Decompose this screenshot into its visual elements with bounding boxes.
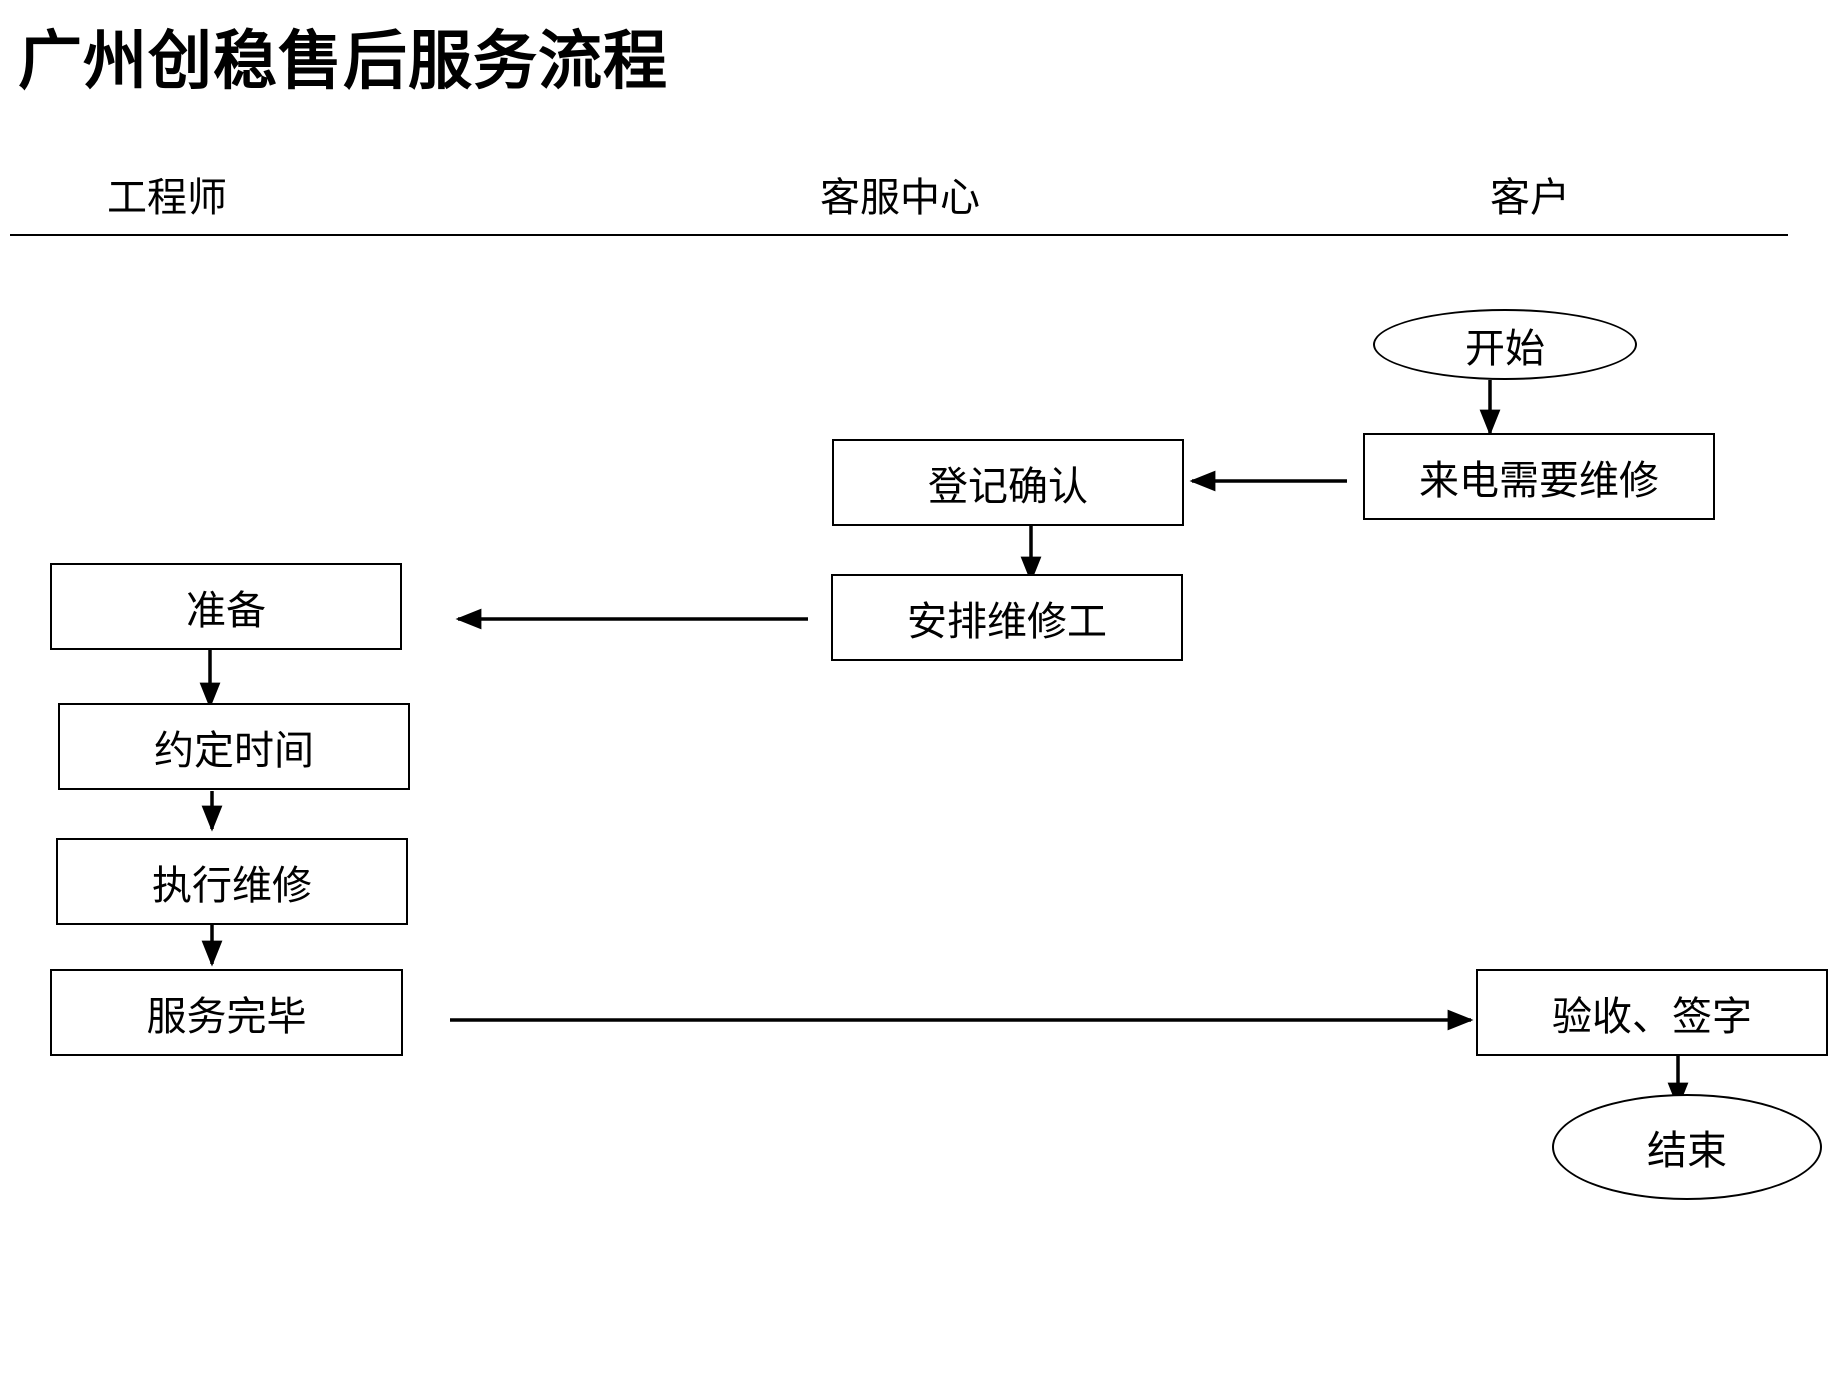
end-node: 结束 [1552, 1094, 1822, 1200]
call-for-repair-node: 来电需要维修 [1363, 433, 1715, 520]
schedule-time-node: 约定时间 [58, 703, 410, 790]
service-complete-label: 服务完毕 [146, 993, 307, 1040]
start-node: 开始 [1373, 309, 1637, 380]
acceptance-sign-label: 验收、签字 [1552, 993, 1752, 1040]
acceptance-sign-node: 验收、签字 [1476, 969, 1828, 1056]
call-for-repair-label: 来电需要维修 [1419, 457, 1659, 504]
page-title: 广州创稳售后服务流程 [18, 25, 668, 99]
start-node-label: 开始 [1465, 325, 1545, 372]
prepare-node: 准备 [50, 563, 402, 650]
lane-header-service-center: 客服中心 [820, 175, 980, 221]
end-node-label: 结束 [1647, 1128, 1727, 1174]
register-confirm-node: 登记确认 [832, 439, 1184, 526]
lane-header-divider [10, 234, 1788, 236]
register-confirm-label: 登记确认 [928, 463, 1088, 510]
assign-technician-label: 安排维修工 [907, 598, 1107, 645]
service-complete-node: 服务完毕 [50, 969, 403, 1056]
lane-header-customer: 客户 [1490, 175, 1570, 221]
assign-technician-node: 安排维修工 [831, 574, 1183, 661]
schedule-time-label: 约定时间 [154, 727, 314, 774]
perform-repair-label: 执行维修 [152, 862, 312, 909]
perform-repair-node: 执行维修 [56, 838, 408, 925]
prepare-label: 准备 [186, 587, 266, 634]
lane-header-engineer: 工程师 [107, 175, 227, 221]
